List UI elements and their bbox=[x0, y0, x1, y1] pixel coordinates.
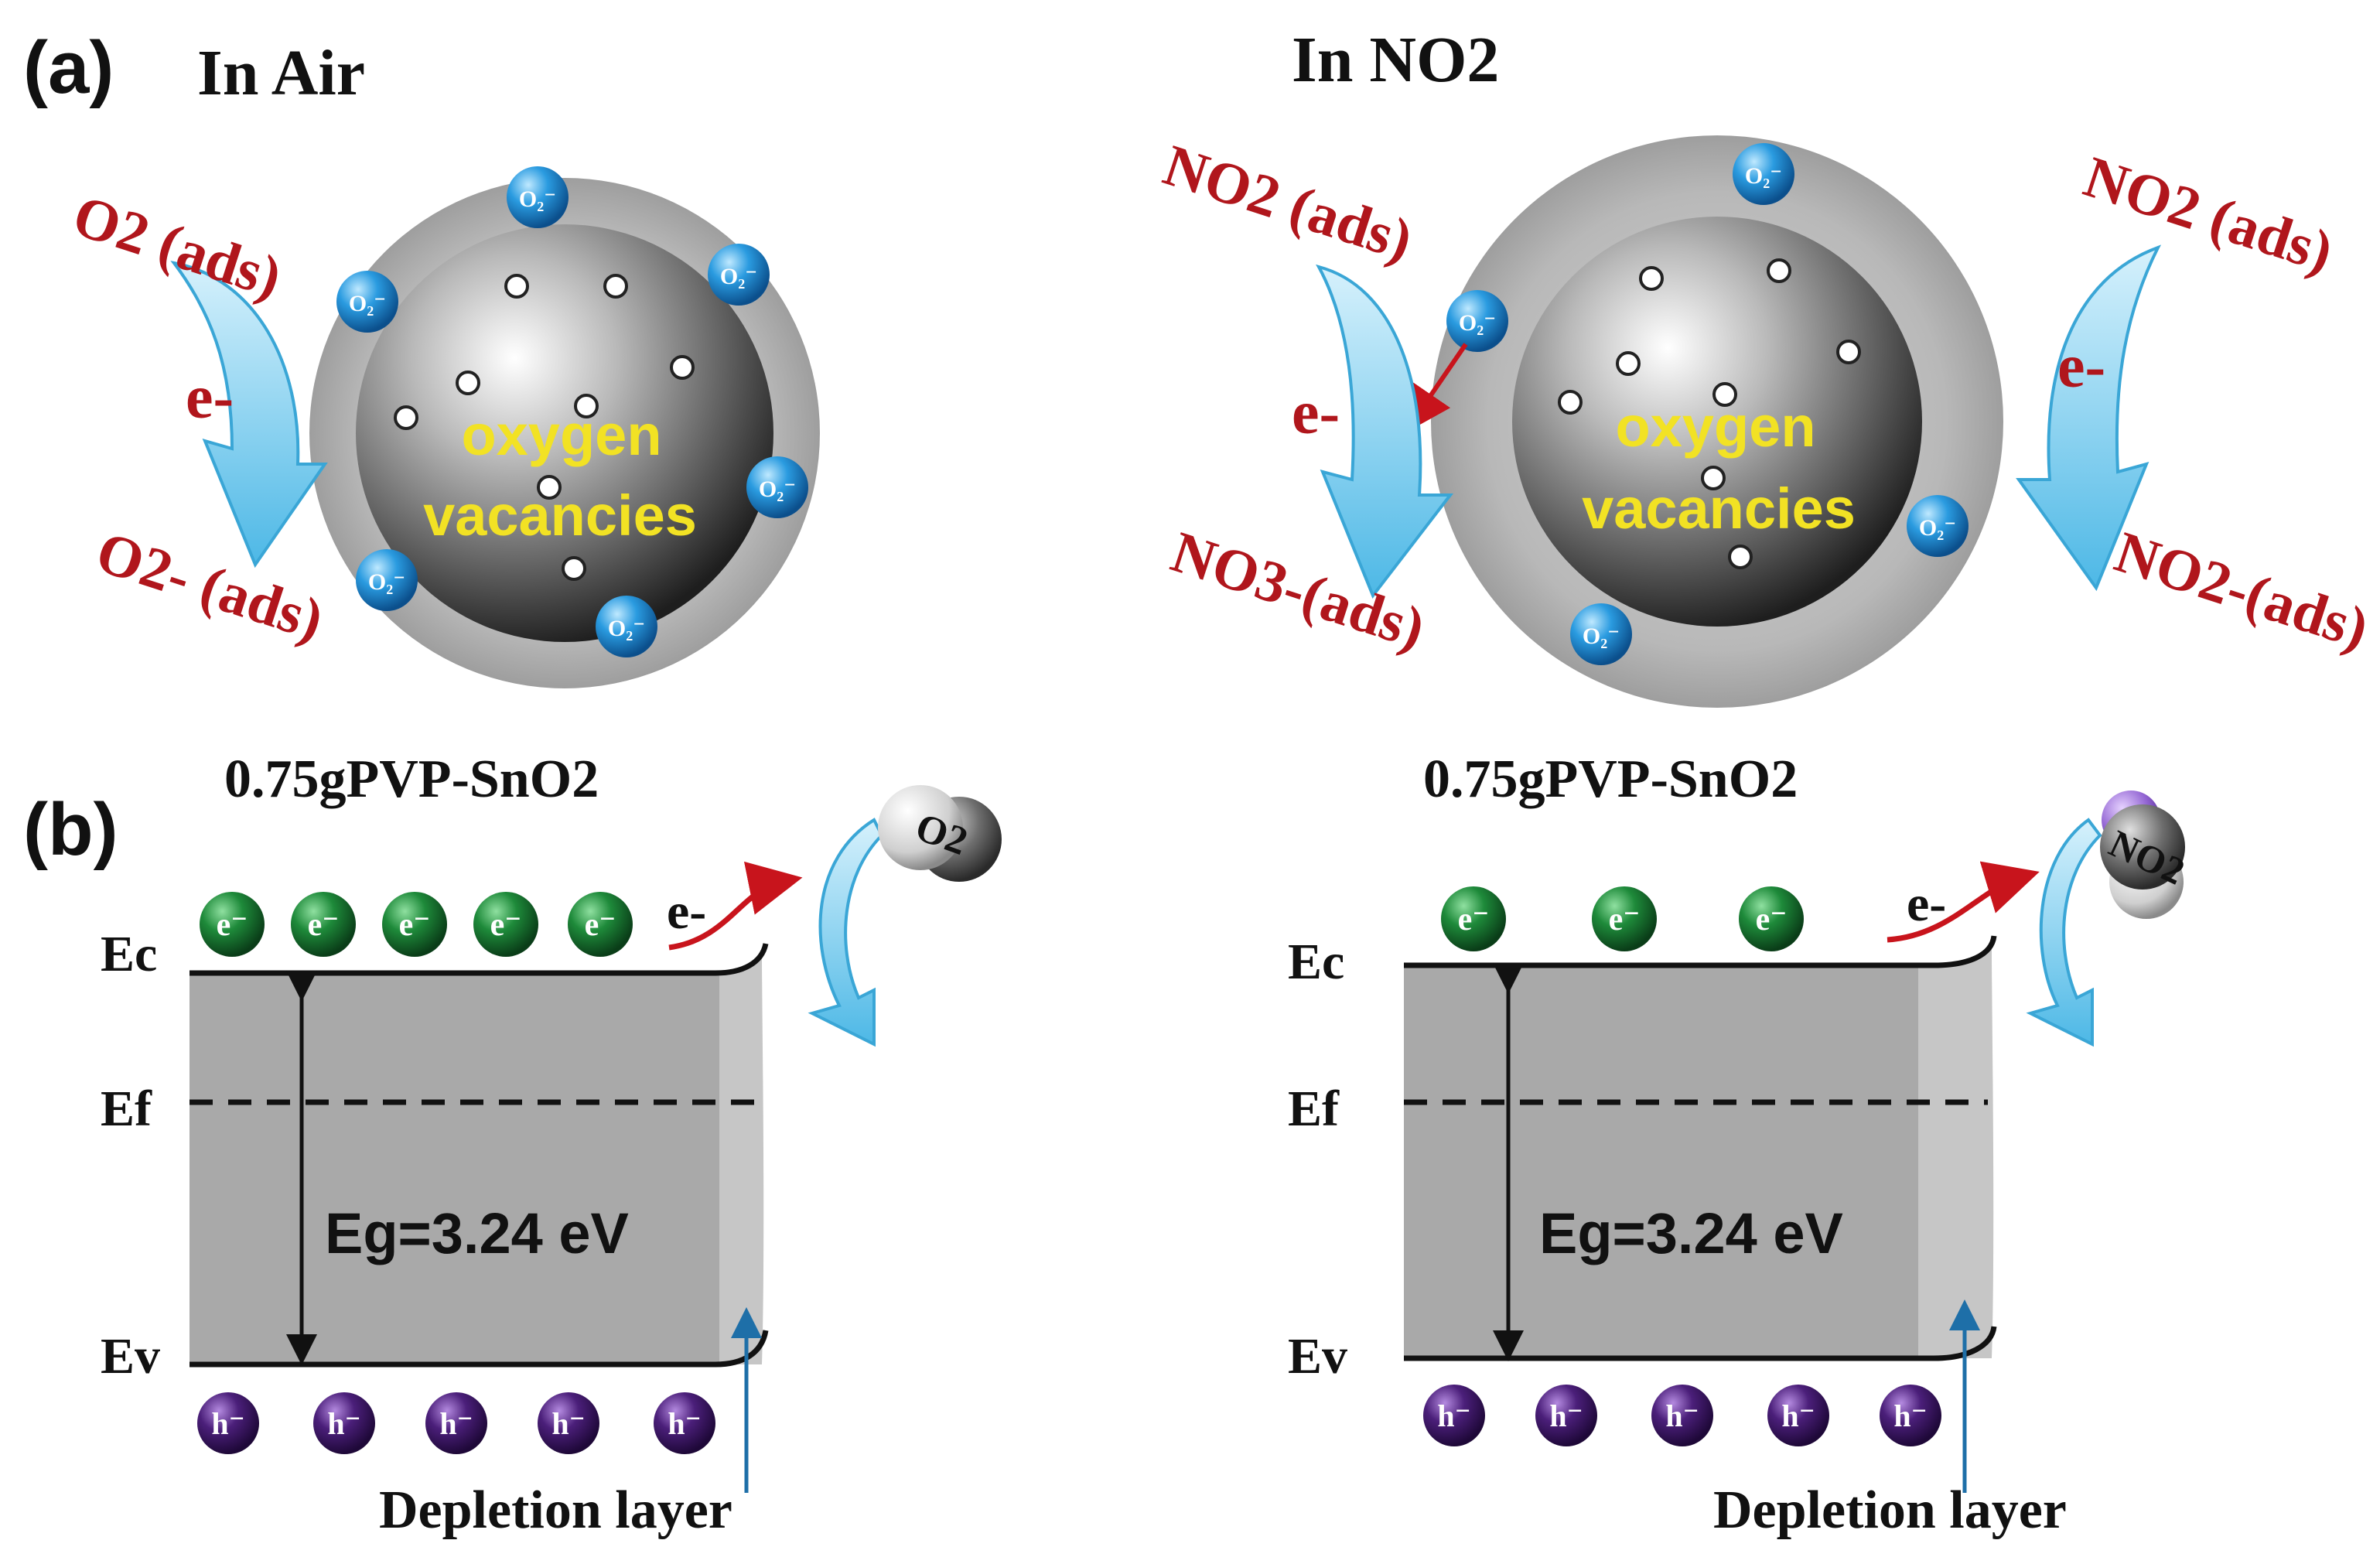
right-electrons: e⁻ e⁻ e⁻ bbox=[1441, 886, 1804, 951]
no2-minus-ads-label: NO2-(ads) bbox=[2108, 519, 2376, 661]
left-bandgap-label: Eg=3.24 eV bbox=[325, 1201, 629, 1265]
svg-text:e⁻: e⁻ bbox=[1458, 902, 1490, 937]
svg-text:O₂⁻: O₂⁻ bbox=[519, 186, 556, 212]
no2-vacancy-label-1: oxygen bbox=[1615, 394, 1815, 459]
svg-text:h⁻: h⁻ bbox=[1665, 1398, 1699, 1433]
right-electron-transfer-arrow bbox=[1887, 861, 2040, 943]
left-ev-label: Ev bbox=[101, 1328, 160, 1385]
no2-right-reaction-arrow bbox=[2016, 244, 2162, 592]
svg-text:e⁻: e⁻ bbox=[217, 907, 248, 943]
svg-text:O₂⁻: O₂⁻ bbox=[720, 264, 757, 289]
left-electrons: e⁻ e⁻ e⁻ e⁻ e⁻ bbox=[200, 892, 633, 957]
right-ev-label: Ev bbox=[1288, 1328, 1347, 1385]
air-vacancy-dots bbox=[394, 274, 695, 581]
svg-text:e⁻: e⁻ bbox=[490, 907, 522, 943]
left-electron-transfer-arrow bbox=[668, 861, 803, 951]
right-holes: h⁻ h⁻ h⁻ h⁻ h⁻ bbox=[1423, 1385, 1941, 1446]
air-vacancy-label-1: oxygen bbox=[461, 403, 661, 467]
no2-vacancy-dots bbox=[1558, 258, 1861, 569]
right-depletion-label: Depletion layer bbox=[1713, 1480, 2067, 1540]
no2-right-electron-label: e- bbox=[2057, 333, 2105, 401]
right-ef-label: Ef bbox=[1288, 1081, 1340, 1137]
left-material-title: 0.75gPVP-SnO2 bbox=[224, 750, 599, 809]
air-o2-ads-label: O2 (ads) bbox=[66, 183, 289, 310]
right-bandgap-label: Eg=3.24 eV bbox=[1539, 1201, 1843, 1265]
svg-text:O₂⁻: O₂⁻ bbox=[759, 476, 796, 502]
svg-text:h⁻: h⁻ bbox=[551, 1406, 585, 1441]
svg-text:h⁻: h⁻ bbox=[439, 1406, 473, 1441]
no2-right-ads-label: NO2 (ads) bbox=[2077, 144, 2341, 285]
no2-left-electron-label: e- bbox=[1292, 379, 1340, 447]
svg-text:O₂⁻: O₂⁻ bbox=[1459, 310, 1496, 336]
right-gas-arrow bbox=[2026, 818, 2102, 1047]
svg-text:h⁻: h⁻ bbox=[1781, 1398, 1815, 1433]
air-title: In Air bbox=[197, 37, 365, 109]
left-band-diagram bbox=[190, 943, 769, 1368]
air-electron-label: e- bbox=[186, 364, 234, 432]
svg-text:O₂⁻: O₂⁻ bbox=[1745, 163, 1782, 189]
left-ec-label: Ec bbox=[101, 926, 157, 982]
svg-text:O₂⁻: O₂⁻ bbox=[1583, 623, 1620, 649]
no2-vacancy-label-2: vacancies bbox=[1582, 476, 1856, 541]
svg-text:e⁻: e⁻ bbox=[308, 907, 340, 943]
no2-left-ads-label: NO2 (ads) bbox=[1156, 132, 1420, 273]
svg-text:h⁻: h⁻ bbox=[1893, 1398, 1927, 1433]
left-o2-molecule: O2 bbox=[878, 785, 1002, 882]
air-sno2-core bbox=[356, 224, 773, 642]
air-vacancy-label-2: vacancies bbox=[423, 483, 697, 548]
left-depletion-label: Depletion layer bbox=[379, 1480, 732, 1540]
left-gas-arrow bbox=[808, 818, 884, 1047]
right-material-title: 0.75gPVP-SnO2 bbox=[1423, 750, 1798, 809]
right-band-diagram bbox=[1404, 935, 1997, 1361]
svg-text:h⁻: h⁻ bbox=[1549, 1398, 1583, 1433]
svg-text:e⁻: e⁻ bbox=[399, 907, 431, 943]
no2-title: In NO2 bbox=[1292, 24, 1499, 96]
no2-adsorbed-ions: O₂⁻ O₂⁻ O₂⁻ O₂⁻ bbox=[1446, 143, 1969, 665]
air-o2-minus-ads-label: O2- (ads) bbox=[89, 519, 331, 653]
no2-ion-transfer-arrow bbox=[1405, 343, 1468, 433]
svg-text:e⁻: e⁻ bbox=[1609, 902, 1641, 937]
left-ef-label: Ef bbox=[101, 1081, 152, 1137]
svg-text:e⁻: e⁻ bbox=[1756, 902, 1788, 937]
svg-text:O₂⁻: O₂⁻ bbox=[608, 616, 645, 641]
svg-text:O₂⁻: O₂⁻ bbox=[349, 291, 386, 316]
svg-text:O₂⁻: O₂⁻ bbox=[1919, 515, 1956, 541]
svg-text:h⁻: h⁻ bbox=[211, 1406, 244, 1441]
svg-text:O₂⁻: O₂⁻ bbox=[368, 569, 405, 595]
left-electron-transfer-label: e- bbox=[667, 883, 706, 940]
right-ec-label: Ec bbox=[1288, 934, 1344, 990]
air-adsorbed-ions: O₂⁻ O₂⁻ O₂⁻ O₂⁻ O₂⁻ O₂⁻ bbox=[336, 166, 808, 657]
no2-sno2-core bbox=[1512, 217, 1922, 627]
svg-text:h⁻: h⁻ bbox=[327, 1406, 360, 1441]
svg-text:e⁻: e⁻ bbox=[585, 907, 616, 943]
panel-a-label: (a) bbox=[23, 26, 114, 109]
air-reaction-arrow bbox=[170, 261, 328, 569]
no2-left-reaction-arrow bbox=[1316, 264, 1454, 599]
svg-text:h⁻: h⁻ bbox=[1437, 1398, 1470, 1433]
panel-b-label: (b) bbox=[23, 788, 118, 871]
right-no2-molecule: NO2 bbox=[2100, 791, 2191, 919]
left-holes: h⁻ h⁻ h⁻ h⁻ h⁻ bbox=[197, 1392, 715, 1454]
svg-text:h⁻: h⁻ bbox=[668, 1406, 701, 1441]
